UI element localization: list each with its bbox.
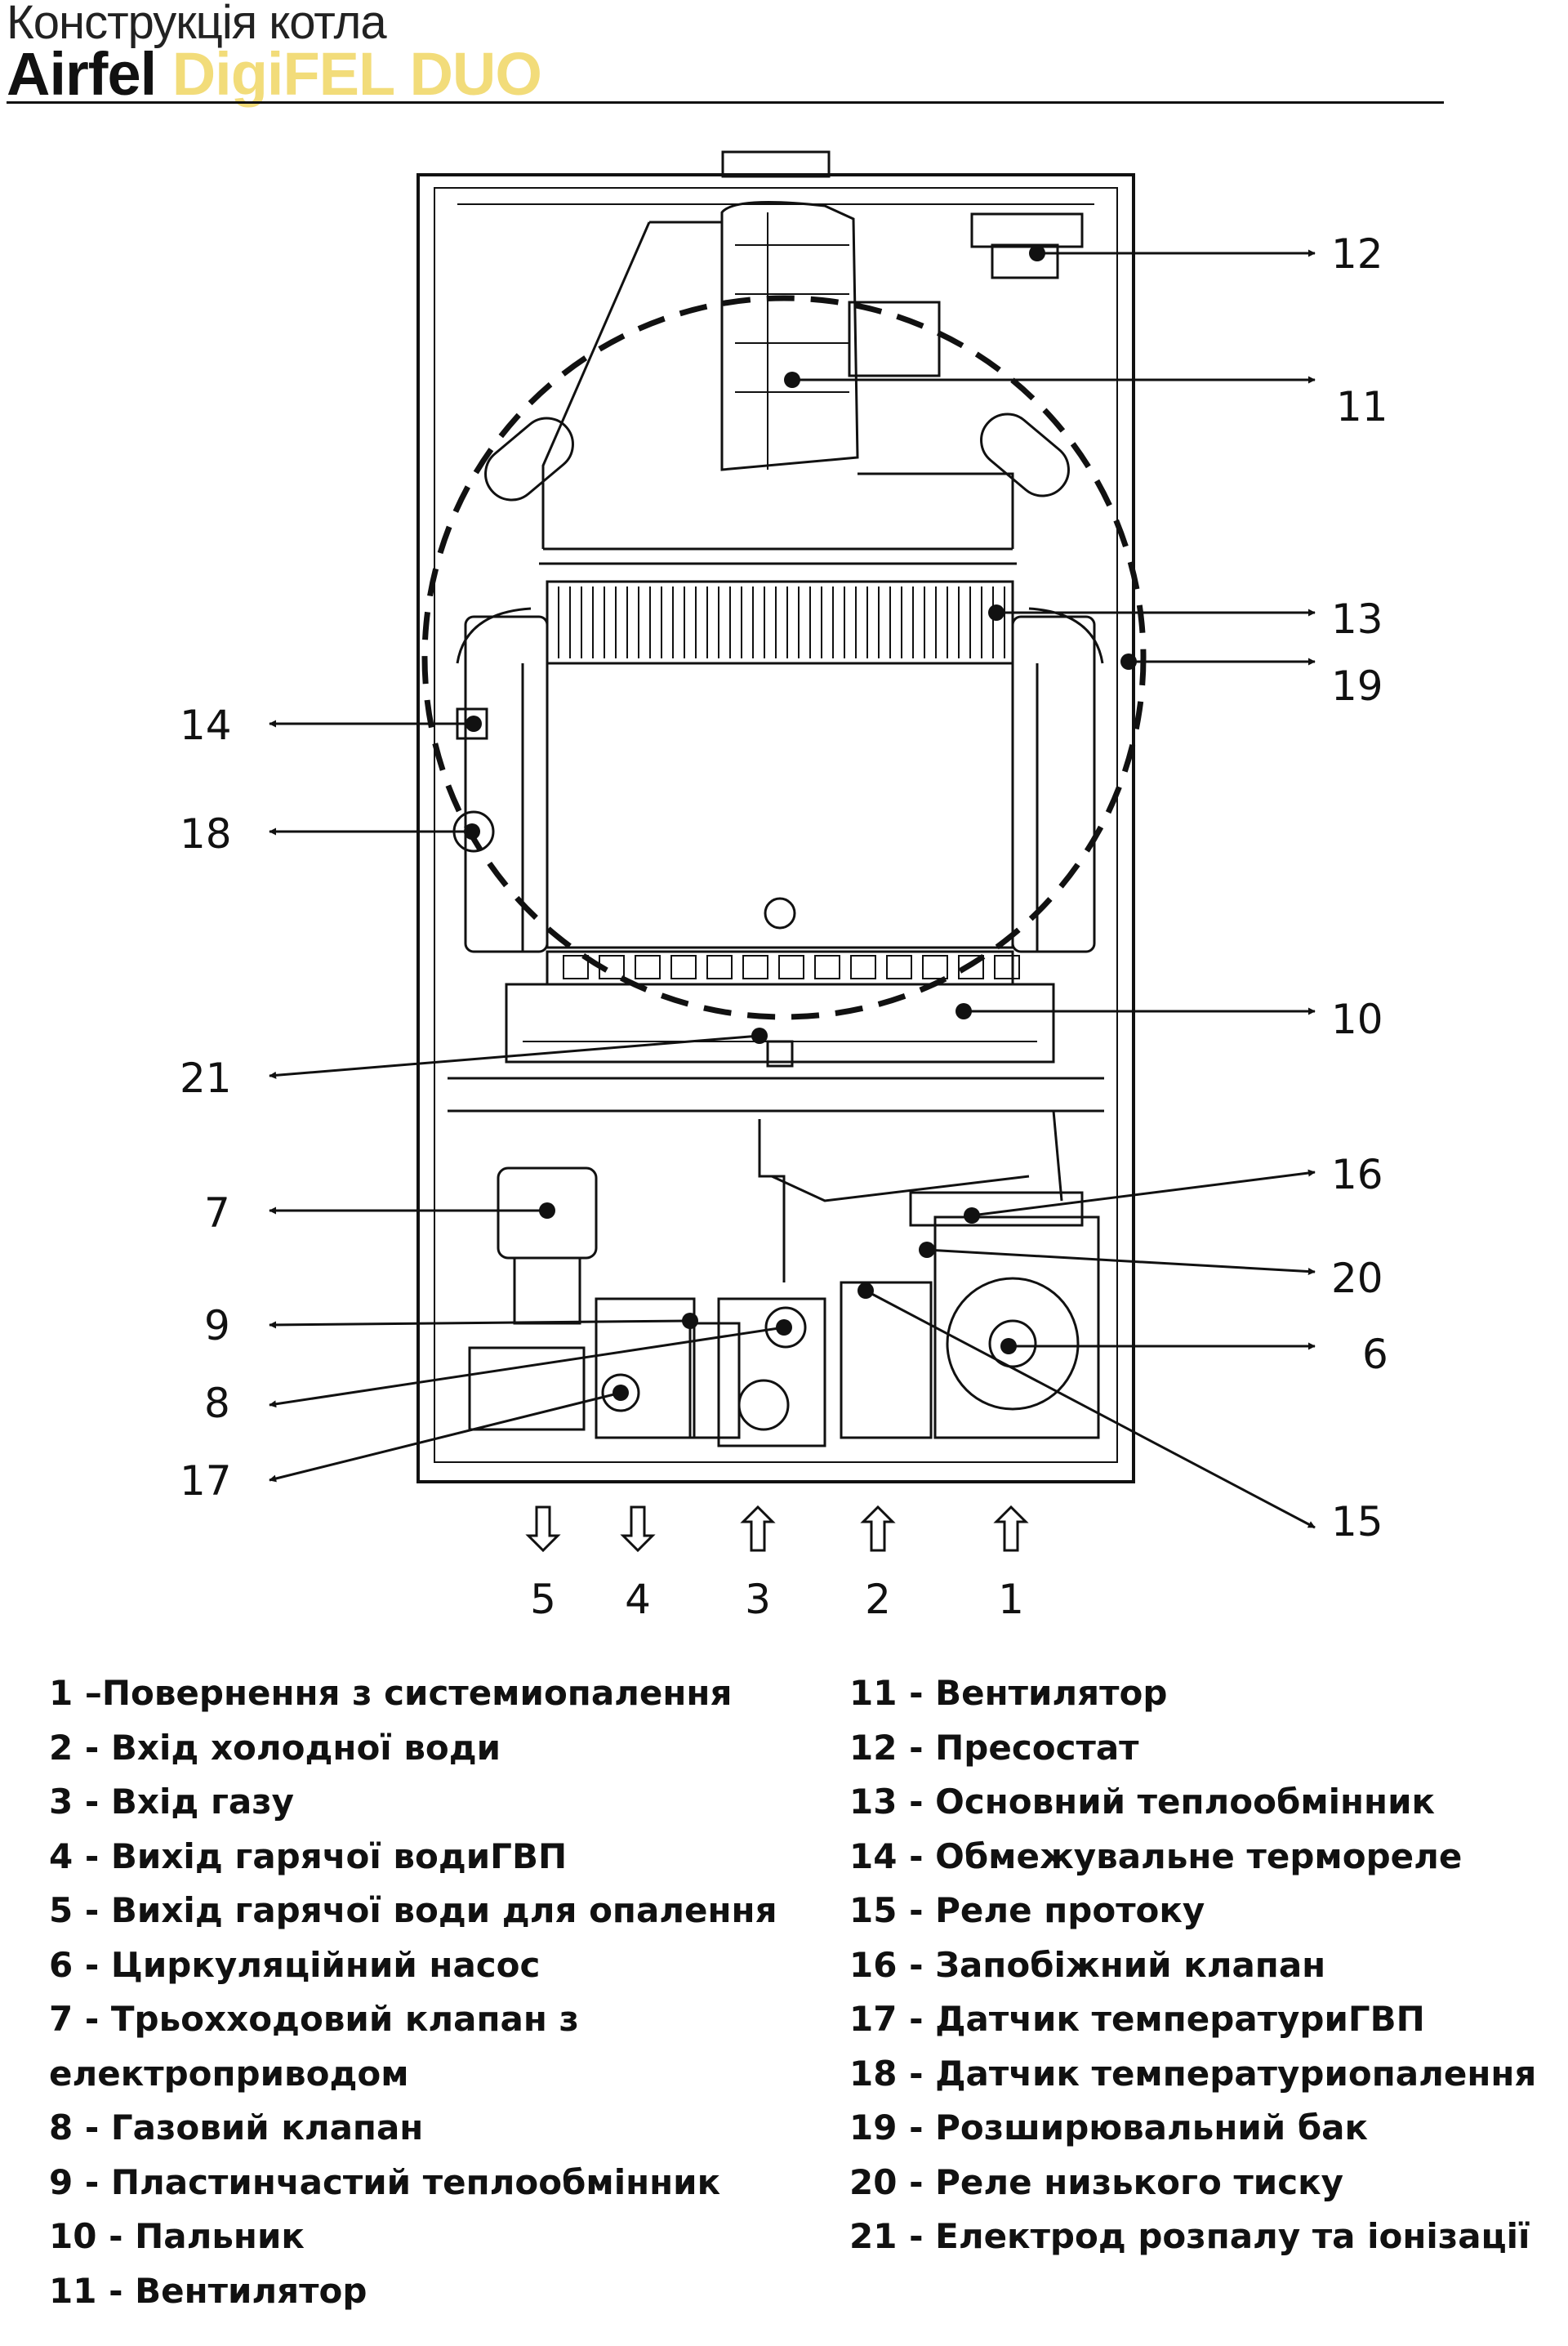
label-7: 7 xyxy=(204,1189,230,1237)
label-6: 6 xyxy=(1362,1331,1388,1378)
burner-ramp xyxy=(958,955,984,979)
header-rule xyxy=(7,101,1444,104)
legend-item: 9 - Пластинчастий теплообмінник xyxy=(49,2161,721,2202)
legend-item: 12 - Пресостат xyxy=(849,1727,1139,1768)
legend: 1 –Повернення з системиопалення 2 - Вхід… xyxy=(0,1666,1568,2344)
label-8: 8 xyxy=(204,1380,230,1427)
fan xyxy=(720,201,941,471)
burner-ramp xyxy=(850,955,876,979)
burner-ramp xyxy=(635,955,661,979)
legend-item: 17 - Датчик температуриГВП xyxy=(849,1999,1425,2039)
flue-hood xyxy=(539,221,1017,565)
connection-3: 3 xyxy=(745,1576,771,1623)
label-15: 15 xyxy=(1331,1498,1383,1545)
legend-item: 4 - Вихід гарячої водиГВП xyxy=(49,1835,568,1876)
label-19: 19 xyxy=(1331,662,1383,710)
expansion-vessel xyxy=(421,295,1147,1020)
connection-4: 4 xyxy=(625,1576,651,1623)
label-21: 21 xyxy=(180,1055,232,1102)
legend-item: 8 - Газовий клапан xyxy=(49,2107,424,2148)
legend-item: 5 - Вихід гарячої води для опалення xyxy=(49,1890,777,1930)
legend-item: 13 - Основний теплообмінник xyxy=(849,1782,1436,1822)
label-18: 18 xyxy=(180,810,232,858)
connection-arrows xyxy=(525,1505,1029,1553)
burner-ramp xyxy=(778,955,804,979)
legend-item: 3 - Вхід газу xyxy=(49,1782,295,1822)
header: Конструкція котла Airfel DigiFEL DUO xyxy=(7,0,1444,108)
legend-item: 2 - Вхід холодної води xyxy=(49,1727,501,1768)
legend-item: 11 - Вентилятор xyxy=(849,1673,1168,1713)
burner-ramp xyxy=(563,955,589,979)
burner-ramp xyxy=(922,955,948,979)
burner-ramp xyxy=(994,955,1020,979)
burner-ramp xyxy=(742,955,768,979)
connection-1: 1 xyxy=(998,1576,1024,1623)
label-11: 11 xyxy=(1336,383,1388,430)
legend-item: 10 - Пальник xyxy=(49,2216,305,2256)
label-20: 20 xyxy=(1331,1255,1383,1302)
label-9: 9 xyxy=(204,1302,230,1349)
legend-item: 16 - Запобіжний клапан xyxy=(849,1944,1326,1985)
label-16: 16 xyxy=(1331,1151,1383,1198)
legend-item: 21 - Електрод розпалу та іонізації xyxy=(849,2216,1530,2256)
legend-item: 18 - Датчик температуриопалення xyxy=(849,2053,1537,2094)
legend-item: 1 –Повернення з системиопалення xyxy=(49,1673,733,1713)
legend-item: 20 - Реле низького тиску xyxy=(849,2161,1344,2202)
boiler-casing xyxy=(416,150,1135,1483)
burner-ramp xyxy=(886,955,912,979)
brand-name: Airfel xyxy=(7,40,157,108)
target-dots xyxy=(464,245,1137,1401)
legend-item: 7 - Трьоххoдовий клапан з xyxy=(49,1999,579,2039)
legend-item: 11 - Вентилятор xyxy=(49,2270,368,2311)
component-labels: 12 11 13 19 10 16 20 6 15 14 18 21 7 9 8… xyxy=(180,230,1388,1545)
connection-labels: 5 4 3 2 1 xyxy=(530,1576,1024,1623)
legend-item: електроприводом xyxy=(49,2053,409,2094)
legend-item: 6 - Циркуляційний насос xyxy=(49,1944,541,1985)
page-subtitle: Конструкція котла xyxy=(7,0,387,49)
burner-ramp xyxy=(814,955,840,979)
burner-ramp xyxy=(670,955,697,979)
legend-right: 11 - Вентилятор 12 - Пресостат 13 - Осно… xyxy=(849,1666,1552,2264)
label-12: 12 xyxy=(1331,230,1383,278)
connection-2: 2 xyxy=(865,1576,891,1623)
boiler-diagram: 12 11 13 19 10 16 20 6 15 14 18 21 7 9 8… xyxy=(180,150,1388,1623)
legend-item: 15 - Реле протоку xyxy=(849,1890,1205,1930)
pressure-switch xyxy=(970,212,1084,279)
main-heat-exchanger xyxy=(456,580,1104,953)
hydraulic-group xyxy=(468,1110,1100,1447)
burner-ramp xyxy=(599,955,625,979)
legend-item: 19 - Розширювальний бак xyxy=(849,2107,1369,2148)
burner-ramp xyxy=(706,955,733,979)
burner xyxy=(505,950,1055,1068)
connection-5: 5 xyxy=(530,1576,556,1623)
brand-title: Airfel DigiFEL DUO xyxy=(7,39,542,109)
label-17: 17 xyxy=(180,1457,232,1505)
air-vents xyxy=(484,413,1070,502)
legend-left: 1 –Повернення з системиопалення 2 - Вхід… xyxy=(49,1666,808,2318)
leader-lines xyxy=(269,249,1316,1529)
label-13: 13 xyxy=(1331,595,1383,643)
model-name: DigiFEL DUO xyxy=(172,40,542,108)
label-10: 10 xyxy=(1331,996,1383,1043)
label-14: 14 xyxy=(180,702,232,749)
legend-item: 14 - Обмежувальне термореле xyxy=(849,1835,1463,1876)
